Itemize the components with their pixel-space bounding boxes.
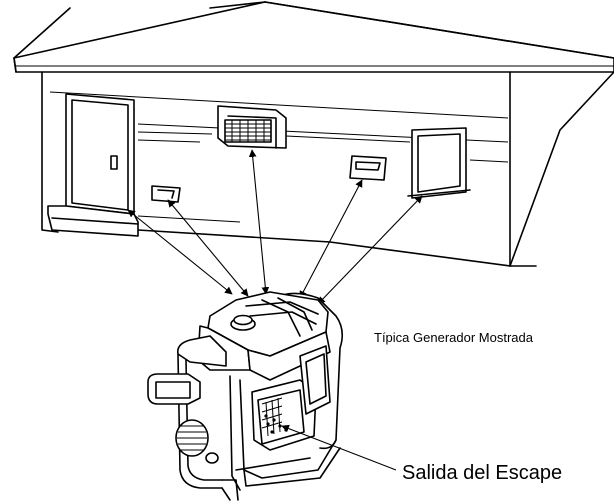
arrow-dryer-vent (300, 180, 362, 298)
house-ac-unit (218, 106, 286, 148)
house-wall-vent (152, 186, 180, 202)
house-roof (14, 2, 614, 72)
typical-generator-label: Típica Generador Mostrada (374, 330, 533, 345)
arrow-door (128, 210, 232, 294)
house-window (408, 128, 470, 198)
house-drawing (14, 2, 614, 266)
arrow-ac-unit (252, 150, 266, 294)
arrow-wall-vent (168, 200, 248, 296)
house-door (48, 94, 138, 236)
exhaust-callout-line (282, 426, 396, 470)
house-dryer-vent (350, 156, 386, 180)
exhaust-outlet-label: Salida del Escape (402, 462, 562, 485)
arrow-window (318, 196, 422, 304)
portable-generator-drawing (148, 292, 342, 500)
